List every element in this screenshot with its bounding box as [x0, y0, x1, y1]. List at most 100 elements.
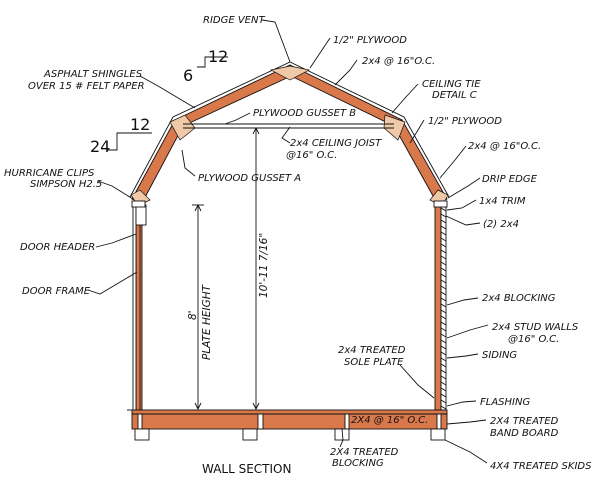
annotations: RIDGE VENT 1/2" PLYWOOD 2x4 @ 16"O.C. AS… [4, 15, 592, 476]
siding-hatch-line [440, 207, 447, 212]
siding-hatch-line [440, 375, 447, 380]
siding-hatch-line [440, 261, 447, 266]
siding-hatch-line [440, 303, 447, 308]
siding-hatch-line [440, 273, 447, 278]
skid-1 [134, 428, 150, 441]
label-treated-blocking-1: 2X4 TREATED [330, 447, 399, 458]
walls [131, 200, 448, 411]
leader-siding [446, 353, 479, 359]
leader-skids [444, 439, 488, 464]
leader-trim [446, 199, 477, 211]
siding-hatch-line [440, 231, 447, 236]
plate-height-arrow-top [194, 203, 202, 212]
double-top-plate [433, 200, 448, 208]
leader-plywood-right [409, 119, 425, 144]
label-sole-plate-2: SOLE PLATE [344, 357, 404, 368]
siding-hatch-line [440, 393, 447, 398]
label-treated-blocking-2: BLOCKING [332, 458, 384, 469]
label-band-board-2: BAND BOARD [490, 428, 559, 439]
label-hurricane-1: HURRICANE CLIPS [4, 168, 95, 179]
siding-hatch-line [440, 219, 447, 224]
floor-joist [131, 409, 448, 430]
siding-hatch-line [440, 249, 447, 254]
label-siding: SIDING [482, 350, 517, 361]
siding-hatch-line [440, 339, 447, 344]
siding-hatch-line [440, 363, 447, 368]
siding-hatch-line [440, 357, 447, 362]
skid-2 [242, 428, 258, 441]
leader-double-2x4 [445, 215, 481, 226]
leader-sole-plate [399, 364, 435, 399]
label-drip-edge: DRIP EDGE [482, 174, 538, 185]
overall-height-text: 10'-11 7/16" [258, 233, 270, 298]
leader-lines [87, 19, 489, 464]
skid-4 [430, 428, 446, 441]
siding-hatch-line [440, 297, 447, 302]
overall-height-arrow-top [252, 126, 260, 135]
lower-pitch-run: 24 [90, 137, 110, 156]
label-sole-plate-1: 2x4 TREATED [338, 345, 406, 356]
siding-hatch-line [440, 315, 447, 320]
siding-hatch [440, 207, 447, 410]
label-rafter-top: 2x4 @ 16"O.C. [362, 56, 435, 67]
label-gusset-b: PLYWOOD GUSSET B [253, 108, 356, 119]
siding-hatch-line [440, 213, 447, 218]
drawing-title: WALL SECTION [202, 462, 291, 476]
label-double-2x4: (2) 2x4 [483, 219, 519, 230]
siding-hatch-line [440, 369, 447, 374]
leader-door-frame [87, 271, 138, 295]
siding-hatch-line [440, 399, 447, 404]
left-wall-stud [135, 202, 143, 411]
leader-rafter-top [334, 59, 358, 86]
label-gusset-a: PLYWOOD GUSSET A [198, 173, 301, 184]
label-ceiling-tie-1: CEILING TIE [422, 79, 481, 90]
label-floor-joist: 2X4 @ 16" O.C. [351, 415, 428, 426]
floor-system [127, 409, 448, 441]
left-top-plate [131, 200, 146, 208]
siding-hatch-line [440, 387, 447, 392]
leader-treated-blocking [339, 428, 344, 448]
label-stud-walls-1: 2x4 STUD WALLS [492, 322, 579, 333]
plate-height-label: PLATE HEIGHT [201, 283, 213, 360]
leader-gusset-b [224, 112, 251, 125]
siding-hatch-line [440, 309, 447, 314]
upper-pitch-run: 6 [183, 66, 193, 85]
siding-hatch-line [440, 321, 447, 326]
label-flashing: FLASHING [480, 397, 530, 408]
label-door-frame: DOOR FRAME [22, 286, 91, 297]
floor-blocking-right [344, 413, 350, 430]
upper-pitch-symbol [197, 56, 228, 68]
label-shingles-2: OVER 15 # FELT PAPER [28, 81, 145, 92]
leader-gusset-a [181, 149, 196, 177]
lower-pitch-rise: 12 [130, 115, 150, 134]
siding-hatch-line [440, 351, 447, 356]
siding-hatch-line [440, 237, 447, 242]
siding-hatch-line [440, 255, 447, 260]
ridge-gusset [269, 65, 311, 81]
label-stud-walls-2: @16" O.C. [508, 334, 559, 345]
label-blocking: 2x4 BLOCKING [482, 293, 556, 304]
leader-hurricane [97, 180, 134, 200]
siding-hatch-line [440, 285, 447, 290]
door-header-block [135, 204, 147, 226]
leader-band-board [446, 419, 487, 425]
siding-hatch-line [440, 291, 447, 296]
siding-hatch-line [440, 267, 447, 272]
siding-hatch-line [440, 225, 447, 230]
roof-framing [129, 61, 450, 207]
leader-ceiling-joist [281, 126, 291, 144]
plate-height-arrow-bottom [194, 402, 202, 411]
label-ceiling-joist-2: @16" O.C. [286, 150, 337, 161]
leader-door-header [95, 233, 137, 248]
siding-hatch-line [440, 381, 447, 386]
plate-height-value: 8' [187, 310, 199, 320]
label-rafter-right: 2x4 @ 16"O.C. [468, 141, 541, 152]
label-ceiling-tie-2: DETAIL C [432, 90, 477, 101]
label-door-header: DOOR HEADER [20, 242, 95, 253]
leader-shingles [139, 75, 196, 109]
siding-hatch-line [440, 327, 447, 332]
label-ceiling-joist-1: 2x4 CEILING JOIST [290, 138, 382, 149]
upper-pitch-rise: 12 [208, 47, 228, 66]
siding-hatch-line [440, 243, 447, 248]
